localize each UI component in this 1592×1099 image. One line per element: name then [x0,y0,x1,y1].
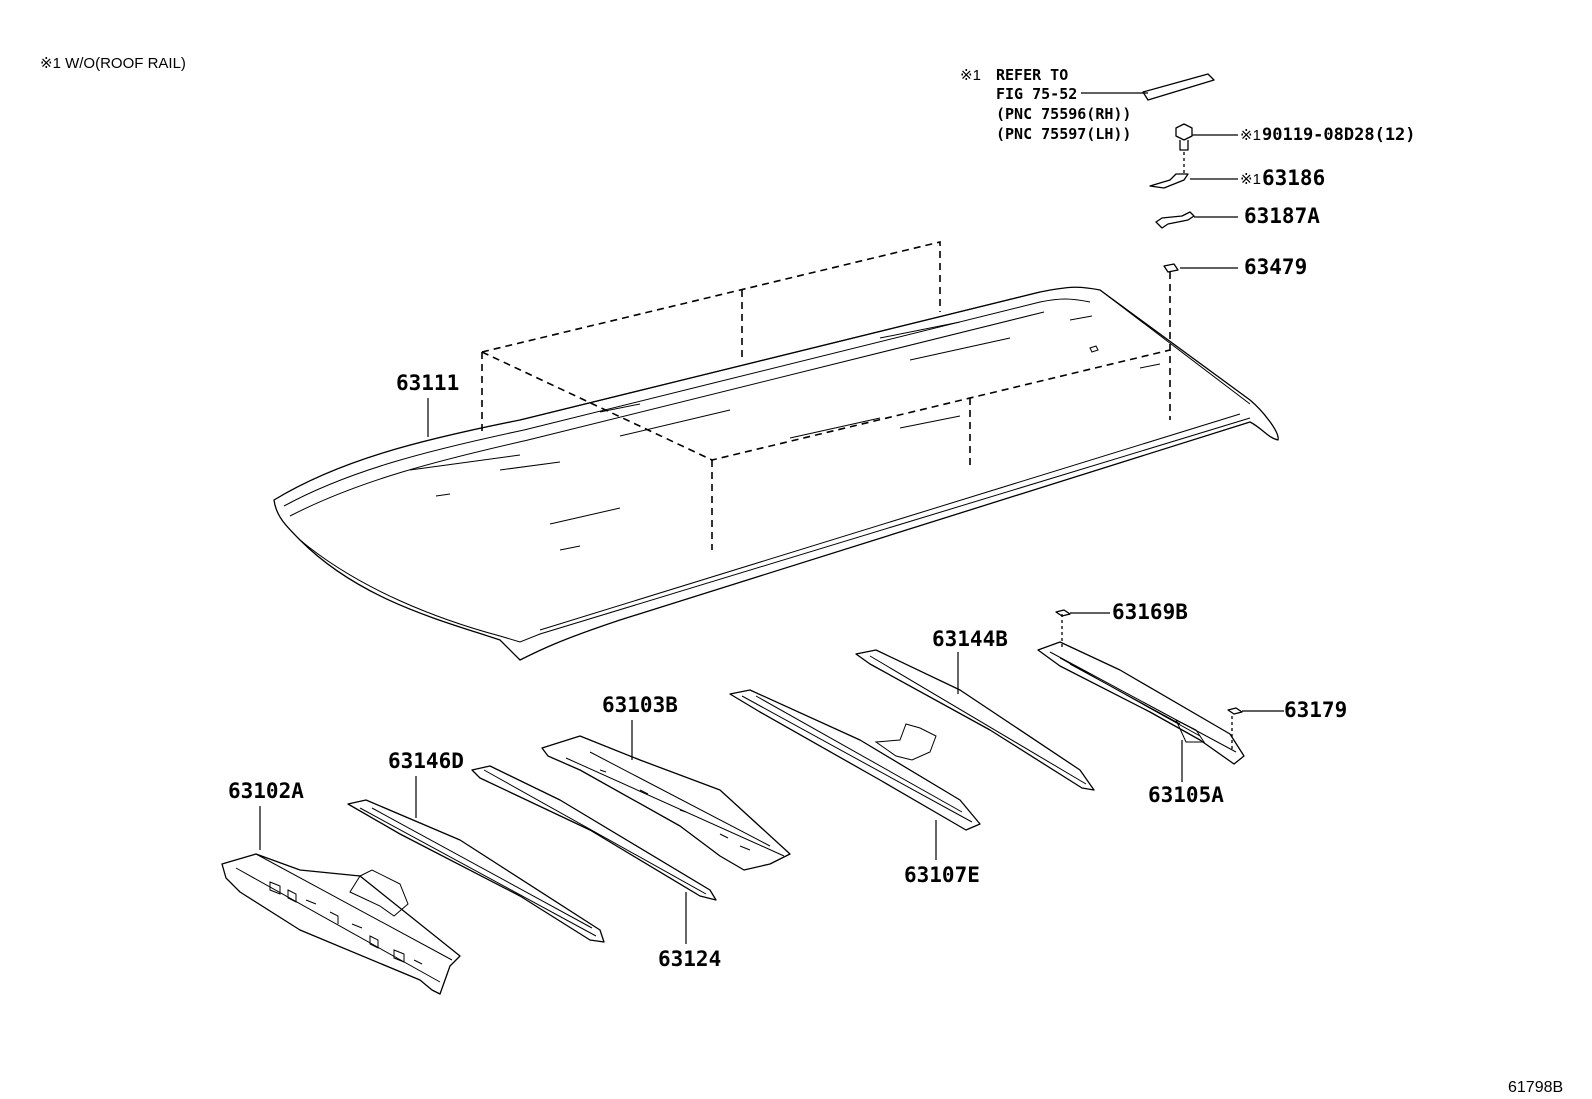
reference-mark: ※1 [960,67,981,84]
reference-line-3: (PNC 75596(RH)) [996,105,1131,123]
bracket-part [1149,173,1189,189]
clip-part [1155,211,1195,229]
rear-header-label: 63105A [1148,783,1224,807]
roof-bow-3 [541,735,791,871]
front-header-label: 63102A [228,779,304,803]
note-text: ※1 W/O(ROOF RAIL) [40,55,186,72]
reference-line-2: FIG 75-52 [996,85,1077,103]
roof-panel [273,286,1279,661]
front-roof-bow [347,799,605,943]
roof-bow-4 [729,689,981,831]
reference-block: ※1 REFER TO FIG 75-52 (PNC 75596(RH)) (P… [960,66,1215,143]
lower-seal-part [1227,707,1243,715]
roof-bow-2 [471,765,717,901]
bow-2-label: 63124 [658,947,721,971]
pad-label: 63479 [1244,255,1307,279]
upper-seal-part [1055,609,1071,617]
bow-3-label: 63103B [602,693,678,717]
clip-label: 63187A [1244,204,1320,228]
lower-seal-label: 63179 [1284,698,1347,722]
reference-line-4: (PNC 75597(LH)) [996,125,1131,143]
roof-panel-label: 63111 [396,371,459,395]
pad-part [1163,263,1179,273]
bow-5-label: 63144B [932,627,1008,651]
bracket-label: 63186 [1262,166,1325,190]
front-bow-label: 63146D [388,749,464,773]
reference-line-1: REFER TO [996,66,1068,84]
location-dashed-box [481,240,1171,550]
bow-4-label: 63107E [904,863,980,887]
roof-bow-5 [855,649,1095,791]
bolt-label: 90119-08D28(12) [1262,125,1416,145]
roof-rail-cover-shape [1142,73,1215,101]
front-header-panel [221,853,461,995]
upper-seal-label: 63169B [1112,600,1188,624]
bolt-mark: ※1 [1240,127,1261,144]
bracket-mark: ※1 [1240,171,1261,188]
bolt-part [1175,123,1193,176]
figure-number: 61798B [1508,1079,1563,1096]
rear-header-panel [1037,614,1245,765]
